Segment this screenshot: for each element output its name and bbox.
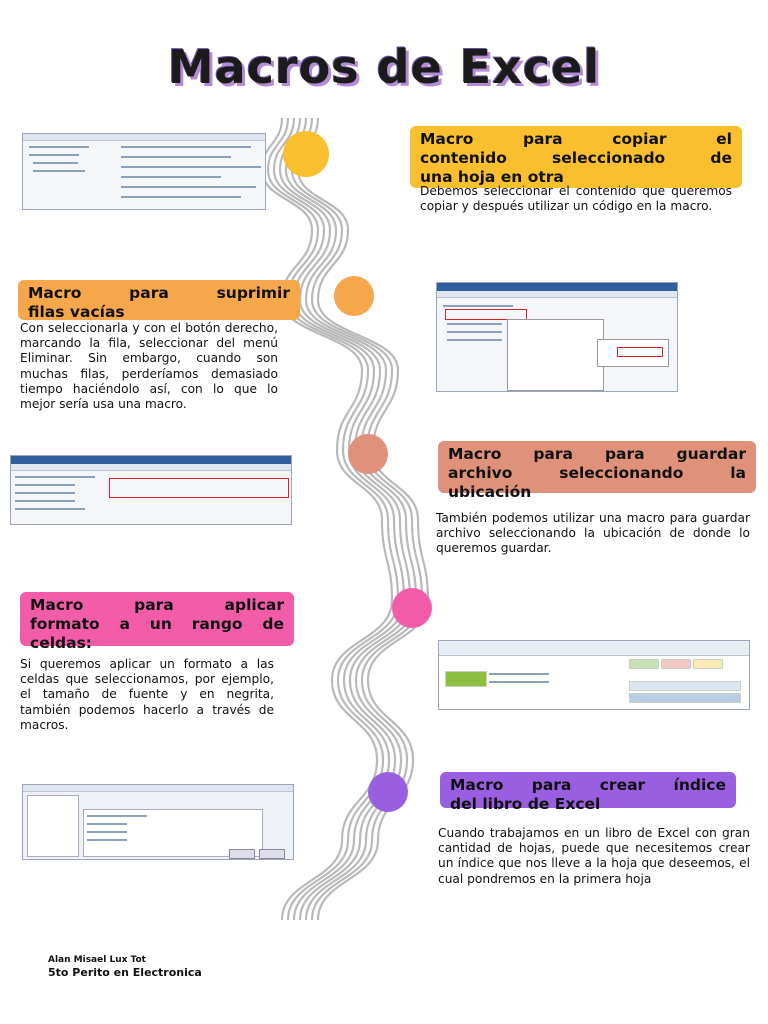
author-grade: 5to Perito en Electronica bbox=[48, 966, 202, 979]
timeline-dot-2 bbox=[334, 276, 374, 316]
section-4-body: Si queremos aplicar un formato a las cel… bbox=[20, 657, 274, 732]
section-4-heading: Macro para aplicar formato a un rango de… bbox=[20, 592, 294, 652]
author-name: Alan Misael Lux Tot bbox=[48, 955, 146, 965]
page-title: Macros de Excel bbox=[167, 40, 601, 94]
section-1-heading: Macro para copiar el contenido seleccion… bbox=[410, 126, 742, 188]
section-2-screenshot bbox=[436, 282, 678, 392]
section-3-screenshot bbox=[10, 455, 292, 525]
section-5-body: Cuando trabajamos en un libro de Excel c… bbox=[438, 826, 750, 886]
section-2-body: Con seleccionarla y con el botón derecho… bbox=[20, 321, 278, 412]
road-stroke bbox=[290, 117, 424, 921]
section-3-body: También podemos utilizar una macro para … bbox=[436, 511, 750, 556]
section-5-screenshot bbox=[22, 784, 294, 860]
section-5-heading: Macro para crear índice del libro de Exc… bbox=[440, 772, 736, 813]
section-2-heading: Macro para suprimir filas vacías bbox=[18, 280, 300, 321]
section-4-screenshot bbox=[438, 640, 750, 710]
section-3-heading: Macro para para guardar archivo seleccio… bbox=[438, 441, 756, 501]
section-1-screenshot bbox=[22, 133, 266, 210]
timeline-dot-1 bbox=[283, 131, 329, 177]
section-1-body: Debemos seleccionar el contenido que que… bbox=[420, 184, 732, 214]
timeline-dot-4 bbox=[392, 588, 432, 628]
timeline-dot-5 bbox=[368, 772, 408, 812]
timeline-dot-3 bbox=[348, 434, 388, 474]
road-stroke bbox=[296, 117, 430, 921]
